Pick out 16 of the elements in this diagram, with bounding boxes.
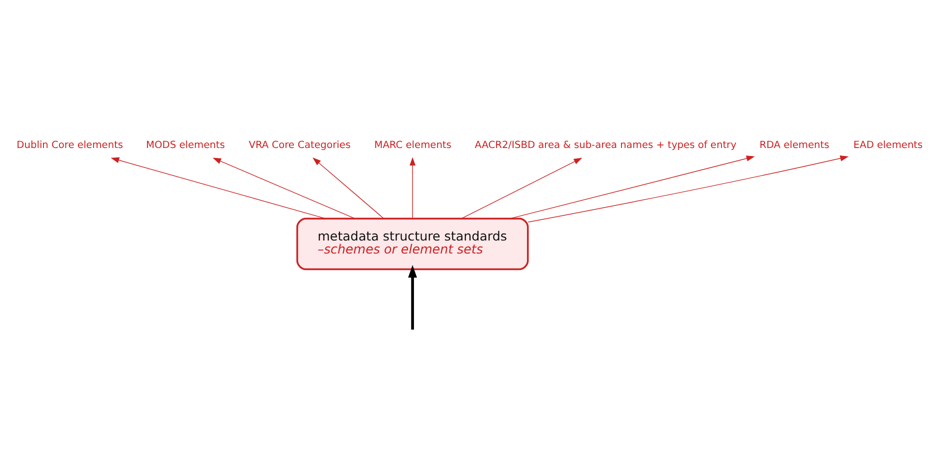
node-text: Dublin Core elements bbox=[16, 140, 124, 152]
node-text: EAD elements bbox=[853, 140, 923, 152]
arrow bbox=[528, 155, 849, 222]
node-box: metadata structure standards –schemes or element sets bbox=[296, 218, 529, 270]
arrow bbox=[110, 157, 326, 219]
arrow bbox=[408, 264, 417, 330]
arrow bbox=[212, 158, 356, 219]
arrow bbox=[461, 158, 582, 219]
node-text: MARC elements bbox=[374, 140, 452, 152]
node-text: AACR2/ISBD area & sub-area names + types of entry bbox=[474, 140, 736, 152]
node-text: VRA Core Categories bbox=[248, 140, 351, 152]
arrow bbox=[410, 157, 416, 219]
node-text: RDA elements bbox=[760, 140, 830, 152]
arrow bbox=[312, 157, 384, 219]
node-text: MODS elements bbox=[146, 140, 225, 152]
arrow bbox=[510, 156, 755, 219]
